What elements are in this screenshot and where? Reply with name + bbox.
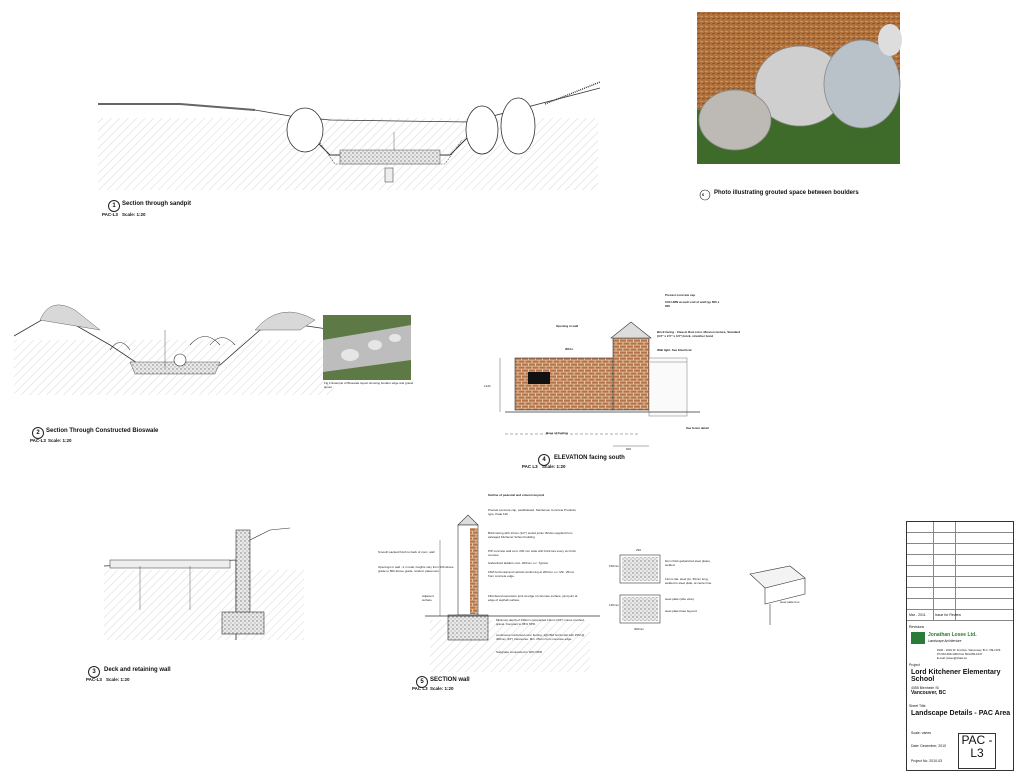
detail-2-scale: Scale: 1:20	[48, 438, 72, 443]
sec-outline-note: Outline of pedestal and column beyond	[488, 493, 545, 497]
sec-galv-note: Galvanized ladders cont. 200mm o.c. Typi…	[488, 561, 549, 565]
sec-footing-note: continuous reinforced conc footing, 4@15…	[496, 633, 585, 641]
detail-3-ref: PAC-L3	[86, 677, 102, 682]
elev-wall-label: WALL	[565, 347, 574, 351]
project-name: Lord Kitchener Elementary School	[911, 669, 1001, 683]
detail-2-title: Section Through Constructed Bioswale	[46, 428, 159, 434]
rev-date: Mar - 2011	[909, 613, 926, 617]
firm-name: Jonathan Losee Ltd.	[928, 632, 977, 638]
detail-5-scale: Scale: 1:20	[430, 686, 454, 691]
revisions-label: Revisions	[909, 625, 925, 629]
steel-dim-130: 130mm	[609, 603, 620, 607]
sheet-title-label: Sheet Title	[909, 704, 926, 708]
detail-5-number: 5	[416, 676, 428, 688]
detail-1-scale: Scale: 1:20	[122, 212, 146, 217]
sec-cap-note: Precast concrete cap, sandblasted, Sande…	[488, 508, 576, 516]
detail-5-ref: PAC L3	[412, 686, 428, 691]
steel-base-note: steel plate base beyond	[665, 609, 697, 613]
detail-3-number: 3	[88, 666, 100, 678]
photo-caption: Fig 1 Example of Bioswale layout showing…	[324, 381, 414, 389]
date-note: Date: December, 2010	[911, 744, 947, 748]
steel-side-note: steel plate (side view)	[665, 597, 694, 601]
steel-iso-note: steel plate box.	[780, 600, 801, 604]
detail-6-number: 6	[702, 192, 705, 197]
steel-dim-150: 150mm	[609, 564, 620, 568]
detail-4-title: ELEVATION facing south	[554, 455, 625, 461]
sec-pip-note: PIP concrete wall cont. 200 mm wide with…	[488, 549, 576, 557]
steel-dim-300: 300mm	[634, 627, 645, 631]
project-number: Project No. 2010-03	[911, 759, 943, 763]
project-address: 4055 Blenheim St	[911, 686, 939, 690]
elev-opening-note: Opening in wall	[556, 324, 579, 328]
detail-1-ref: PAC-L3	[102, 212, 118, 217]
sec-brick-note: Brick facing with 13mm (1/2") tooled joi…	[488, 531, 573, 539]
firm-email: E-mail: jlosee@shaw.ca	[937, 656, 967, 660]
firm-phone: Ph 604-669-1003 Fax 604-669-1047	[937, 652, 983, 656]
firm-address: #100 - 1001 W. 2nd Ave. Vancouver, B.C. …	[937, 648, 1001, 652]
sec-openings-note: Openings in wall - 4 in total, heights v…	[378, 565, 454, 573]
elev-light-note: Wall light. See Electrical	[657, 348, 692, 352]
detail-3-title: Deck and retaining wall	[104, 667, 171, 673]
revision-grid	[907, 522, 1013, 622]
project-label: Project	[909, 663, 920, 667]
detail-5-title: SECTION wall	[430, 677, 470, 683]
project-city: Vancouver, BC	[911, 690, 947, 696]
wall-elevation	[499, 321, 700, 447]
detail-2-ref: PAC-L3	[30, 438, 46, 443]
detail-2-number: 2	[32, 427, 44, 439]
detail-4-number: 4	[538, 454, 550, 466]
boulder-photo	[697, 12, 902, 164]
rev-note: Issue for Review	[935, 613, 961, 617]
wall-section	[425, 514, 600, 672]
deck-retaining-wall	[103, 527, 304, 640]
elev-precast-cap: Precast concrete cap	[665, 293, 696, 297]
detail-1-title: Section through sandpit	[122, 201, 191, 207]
bioswale-section	[13, 304, 411, 395]
elev-dim-1140: 1140	[484, 384, 491, 388]
steel-dim-290: 290	[636, 548, 642, 552]
elev-column-note: COLUMN at each end of wall typ 600 x 600	[665, 300, 720, 308]
scale-note: Scale: varies	[911, 731, 932, 735]
detail-4-ref: PAC L3	[522, 464, 538, 469]
steel-plate-details	[619, 554, 806, 625]
sec-min-note: Minimum depth of 150mm compacted 19mm (3…	[496, 618, 584, 626]
sheet-code: PAC -L3	[958, 733, 996, 769]
detail-4-scale: Scale: 1:20	[542, 464, 566, 469]
steel-rod-note: 12mm dia. steel pin, 50mm long, welded t…	[665, 577, 713, 585]
sec-rebar-note: 15M horizontal and vertical reinforcing …	[488, 570, 575, 578]
detail-3-scale: Scale: 1:20	[106, 677, 130, 682]
title-block: Mar - 2011 Issue for Review Revisions Jo…	[906, 521, 1014, 771]
firm-logo	[911, 632, 925, 644]
sec-fibre-note: Fibreboard expansion joint at edge of co…	[488, 594, 578, 602]
sec-smooth-note: Smooth sacked finish to back of conc. wa…	[378, 550, 435, 554]
sandpit-section	[98, 81, 601, 190]
detail-6-title: Photo illustrating grouted space between…	[714, 190, 859, 196]
elev-dim-600: 600	[626, 447, 632, 451]
firm-sub: Landscape Architecture	[928, 639, 962, 643]
sheet-title: Landscape Details - PAC Area	[911, 710, 1011, 717]
sec-subgrade-note: Subgrade compacted to 92% MPD	[496, 650, 543, 654]
elev-fence-note: See fence detail	[686, 426, 709, 430]
detail-1-number: 1	[108, 200, 120, 212]
elev-base-note: Base of footing	[546, 431, 568, 435]
elev-brick-note: Brick facing - Classic Red color, Missio…	[657, 330, 741, 338]
steel-plate-note: 6mm thick galvanized steel plates, welde…	[665, 559, 711, 567]
sec-adjacent-note: Adjacent surface	[422, 594, 434, 602]
